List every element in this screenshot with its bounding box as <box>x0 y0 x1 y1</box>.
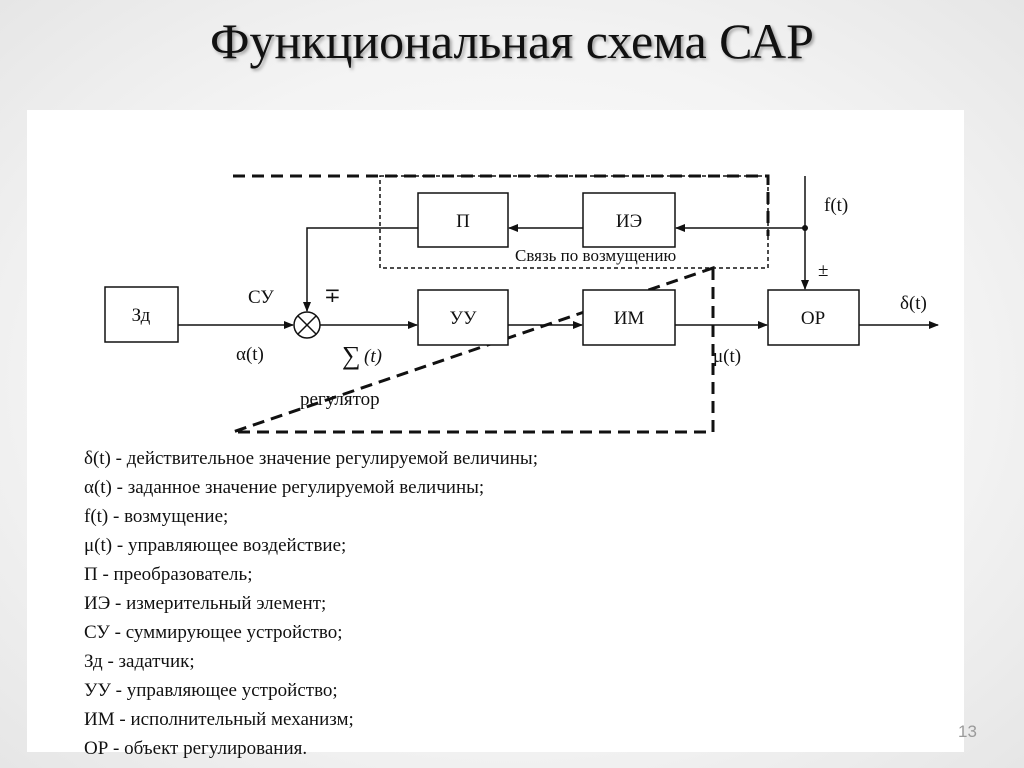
label-regulator: регулятор <box>300 389 380 410</box>
label-minus-plus: ∓ <box>324 285 341 307</box>
label-su: СУ <box>248 287 274 308</box>
branch-point <box>802 225 808 231</box>
legend: δ(t) - действительное значение регулируе… <box>84 444 538 763</box>
label-alpha: α(t) <box>236 344 264 365</box>
block-p-label: П <box>456 211 470 232</box>
label-f: f(t) <box>824 195 848 216</box>
legend-item: ОР - объект регулирования. <box>84 738 308 759</box>
legend-item: f(t) - возмущение; <box>84 506 229 527</box>
block-zd-label: Зд <box>132 305 151 326</box>
arrow-p-to-su <box>303 227 418 312</box>
legend-item: ИЭ - измерительный элемент; <box>84 593 327 614</box>
block-ie: ИЭ <box>582 192 676 248</box>
label-delta: δ(t) <box>900 293 927 314</box>
block-or: ОР <box>767 289 860 346</box>
label-plus-minus: ± <box>818 260 828 281</box>
disturbance-link-boundary <box>379 175 769 269</box>
label-sigma-arg: (t) <box>364 346 382 367</box>
block-p: П <box>417 192 509 248</box>
block-zd: Зд <box>104 286 179 343</box>
legend-item: μ(t) - управляющее воздействие; <box>84 535 347 556</box>
label-sigma: ∑ <box>342 341 361 370</box>
legend-item: α(t) - заданное значение регулируемой ве… <box>84 477 485 498</box>
page-number: 13 <box>958 722 977 741</box>
block-im-label: ИМ <box>614 308 645 329</box>
legend-item: δ(t) - действительное значение регулируе… <box>84 448 538 469</box>
block-ie-label: ИЭ <box>616 211 642 232</box>
block-uu: УУ <box>417 289 509 346</box>
legend-item: ИМ - исполнительный механизм; <box>84 709 354 730</box>
legend-item: СУ - суммирующее устройство; <box>84 622 343 643</box>
summing-junction <box>293 311 321 339</box>
label-mu: μ(t) <box>713 346 741 367</box>
legend-item: УУ - управляющее устройство; <box>84 680 338 701</box>
block-im: ИМ <box>582 289 676 346</box>
legend-item: П - преобразователь; <box>84 564 253 585</box>
slide-title: Функциональная схема САР <box>210 13 814 69</box>
legend-item: Зд - задатчик; <box>84 651 195 672</box>
label-disturbance-link: Связь по возмущению <box>515 246 677 265</box>
block-uu-label: УУ <box>450 308 477 329</box>
block-or-label: ОР <box>801 308 825 329</box>
